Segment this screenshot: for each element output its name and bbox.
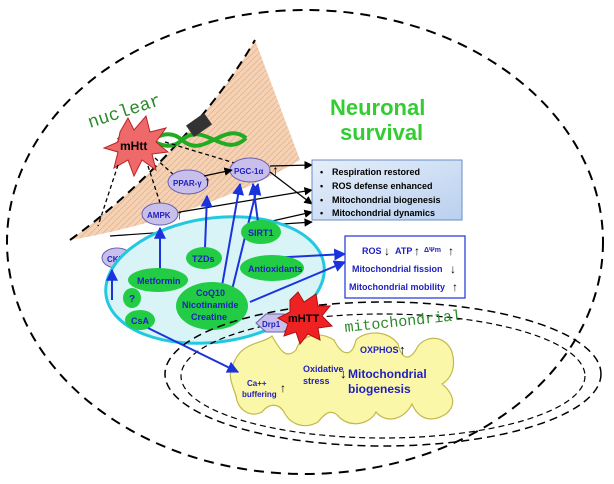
mito-oxphos-up: ↑ — [399, 342, 406, 357]
cristae-blob — [229, 332, 455, 427]
atp-up-arrow: ↑ — [414, 244, 420, 258]
svg-text:PGC-1α: PGC-1α — [234, 167, 263, 176]
svg-text:CKB: CKB — [107, 255, 125, 264]
drug-antioxidants: Antioxidants — [240, 255, 304, 281]
mito-box-atp: ATP — [395, 246, 412, 256]
svg-text:CsA: CsA — [131, 316, 150, 326]
mito-ca-2: buffering — [242, 390, 277, 399]
svg-text:?: ? — [129, 294, 135, 305]
svg-text:SIRT1: SIRT1 — [248, 228, 274, 238]
svg-text:•: • — [320, 181, 323, 191]
svg-text:Drp1: Drp1 — [262, 320, 281, 329]
mito-effects-box: ROS ↓ ATP ↑ ΔΨm ↑ Mitochondrial fission … — [344, 235, 466, 299]
pgc1a-up-arrow: ↑ — [272, 162, 279, 178]
mito-biogenesis-1: Mitochondrial — [348, 367, 427, 381]
dpsi-up-arrow: ↑ — [448, 244, 454, 258]
drug-sirt1: SIRT1 — [241, 220, 281, 244]
effect-item-1: ROS defense enhanced — [332, 181, 433, 191]
drug-tzds: TZDs — [186, 247, 222, 269]
svg-text:•: • — [320, 208, 323, 218]
svg-text:•: • — [320, 167, 323, 177]
svg-text:•: • — [320, 195, 323, 205]
csa-to-ca-arrow — [147, 327, 240, 373]
effect-item-3: Mitochondrial dynamics — [332, 208, 435, 218]
mhtt-mito-label: mHTT — [288, 313, 319, 325]
mito-box-mobility: Mitochondrial mobility — [349, 282, 445, 292]
mhtt-nuclear-burst: mHtt — [102, 114, 170, 178]
svg-text:Creatine: Creatine — [191, 312, 227, 322]
mito-oxidative-down: ↓ — [340, 366, 347, 381]
mito-box-ros: ROS — [362, 246, 382, 256]
effect-item-0: Respiration restored — [332, 167, 420, 177]
drug-csa: CsA — [125, 310, 155, 330]
effects-box: • Respiration restored • ROS defense enh… — [311, 159, 463, 221]
mobility-up-arrow: ↑ — [452, 280, 458, 294]
svg-text:Antioxidants: Antioxidants — [248, 264, 303, 274]
nucleus-membrane — [69, 39, 256, 241]
mito-oxidative-1: Oxidative — [303, 364, 344, 374]
mito-oxidative-2: stress — [303, 376, 330, 386]
mito-ca-1: Ca++ — [247, 379, 267, 388]
drug-coq10: CoQ10 Nicotinamide Creatine — [176, 282, 248, 330]
mhtt-mito-burst: mHTT — [276, 291, 334, 346]
mitochondrion-inner-outline — [180, 313, 586, 439]
ampk-up-arrow: ↑ — [176, 206, 183, 222]
title-line1: Neuronal — [330, 95, 425, 120]
pgc1a-node: PGC-1α — [229, 157, 271, 183]
drug-question: ? — [123, 288, 141, 308]
svg-text:Nicotinamide: Nicotinamide — [182, 300, 239, 310]
svg-text:TZDs: TZDs — [192, 254, 215, 264]
svg-text:PPAR-γ: PPAR-γ — [173, 179, 202, 188]
ros-down-arrow: ↓ — [384, 244, 390, 258]
mito-oxphos: OXPHOS — [360, 345, 399, 355]
ppar-up-arrow: ↑ — [204, 173, 211, 189]
svg-text:AMPK: AMPK — [147, 211, 171, 220]
effect-item-2: Mitochondrial biogenesis — [332, 195, 441, 205]
mito-ca-up: ↑ — [280, 381, 286, 395]
ppar-node: PPAR-γ — [167, 169, 209, 195]
svg-text:Metformin: Metformin — [137, 276, 181, 286]
cell-membrane — [6, 9, 604, 475]
mito-box-fission: Mitochondrial fission — [352, 264, 443, 274]
svg-text:CoQ10: CoQ10 — [196, 288, 225, 298]
drug-metformin: Metformin — [128, 268, 188, 292]
mito-box-dpsi: ΔΨm — [424, 247, 441, 254]
mitochondrial-label: mitochondrial — [344, 308, 462, 337]
mito-biogenesis-2: biogenesis — [348, 382, 411, 396]
mhtt-nuclear-label: mHtt — [120, 139, 147, 153]
ampk-node: AMPK — [141, 202, 179, 226]
fission-down-arrow: ↓ — [450, 262, 456, 276]
mitochondrion-outline — [164, 301, 602, 447]
title-line2: survival — [340, 120, 423, 145]
